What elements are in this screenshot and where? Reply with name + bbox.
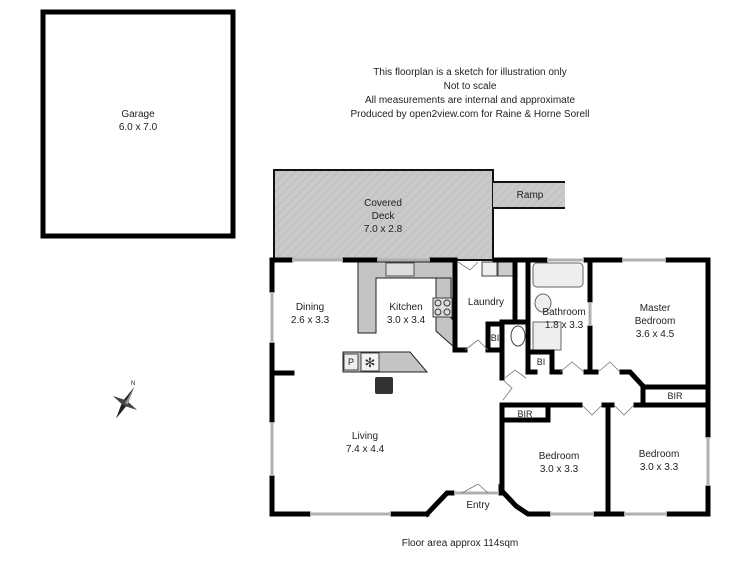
room-name: Dining	[295, 302, 325, 313]
bi-laundry-label: BI	[490, 333, 500, 343]
pantry-label: P	[347, 357, 354, 367]
bir-bedroom-label: BIR	[517, 409, 533, 419]
tub-icon	[497, 261, 515, 277]
bir-master-label: BIR	[667, 391, 683, 401]
room-name: Living	[351, 431, 379, 442]
heater-icon	[375, 377, 393, 394]
room-name: Bedroom	[638, 449, 680, 460]
room-size: 7.4 x 4.4	[345, 444, 385, 455]
room-bedroom-3: Bedroom 3.0 x 3.3	[628, 448, 690, 474]
room-ramp: Ramp	[510, 189, 550, 202]
compass-icon	[112, 387, 138, 419]
doors	[457, 261, 635, 494]
svg-text:✻: ✻	[365, 356, 376, 371]
room-garage: Garage 6.0 x 7.0	[98, 108, 178, 134]
room-name: Ramp	[516, 190, 544, 201]
compass-north-label: N	[130, 381, 136, 387]
note-line: All measurements are internal and approx…	[364, 95, 576, 106]
room-size: 3.6 x 4.5	[635, 329, 675, 340]
room-size: 3.0 x 3.4	[386, 315, 426, 326]
room-living: Living 7.4 x 4.4	[335, 430, 395, 456]
room-bathroom: Bathroom 1.8 x 3.3	[536, 306, 592, 332]
room-laundry: Laundry	[458, 296, 514, 309]
room-name: Bedroom	[634, 316, 676, 327]
cooktop-icon	[432, 297, 453, 318]
room-size: 1.8 x 3.3	[544, 320, 584, 331]
room-kitchen: Kitchen 3.0 x 3.4	[376, 301, 436, 327]
toilet-icon	[510, 325, 526, 347]
room-size: 3.0 x 3.3	[539, 464, 579, 475]
room-name: Master	[639, 303, 671, 314]
basin-icon	[534, 293, 552, 313]
room-name: Bedroom	[538, 451, 580, 462]
note-line: Not to scale	[443, 81, 497, 92]
shower-icon	[532, 321, 562, 351]
room-name: Deck	[371, 211, 395, 222]
garage-outline	[40, 9, 236, 239]
floor-area: Floor area approx 114sqm	[401, 538, 519, 549]
room-name: Kitchen	[389, 302, 423, 313]
sink-icon	[385, 262, 415, 277]
room-size: 3.0 x 3.3	[639, 462, 679, 473]
note-line: This floorplan is a sketch for illustrat…	[373, 67, 567, 78]
bi-bathroom-label: BI	[536, 357, 546, 367]
room-bedroom-2: Bedroom 3.0 x 3.3	[528, 450, 590, 476]
room-dining: Dining 2.6 x 3.3	[280, 301, 340, 327]
windows	[270, 258, 710, 516]
room-covered-deck: Covered Deck 7.0 x 2.8	[343, 197, 423, 236]
room-name: Covered	[364, 198, 402, 209]
room-entry: Entry	[460, 499, 496, 512]
room-size: 2.6 x 3.3	[290, 315, 330, 326]
room-master-bedroom: Master Bedroom 3.6 x 4.5	[620, 302, 690, 341]
pantry-box	[343, 353, 359, 371]
room-name: Laundry	[467, 297, 505, 308]
washing-machine-icon	[481, 261, 498, 277]
walls	[269, 257, 711, 518]
room-name: Bathroom	[542, 307, 586, 318]
fridge-icon	[360, 352, 380, 372]
ramp	[493, 181, 565, 209]
disclaimer-notes: This floorplan is a sketch for illustrat…	[330, 66, 610, 122]
room-size: 7.0 x 2.8	[363, 224, 403, 235]
room-name: Entry	[466, 500, 490, 511]
note-line: Produced by open2view.com for Raine & Ho…	[350, 109, 590, 120]
covered-deck	[273, 169, 494, 261]
room-size: 6.0 x 7.0	[118, 122, 158, 133]
bath-icon	[532, 262, 584, 288]
room-name: Garage	[121, 109, 155, 120]
